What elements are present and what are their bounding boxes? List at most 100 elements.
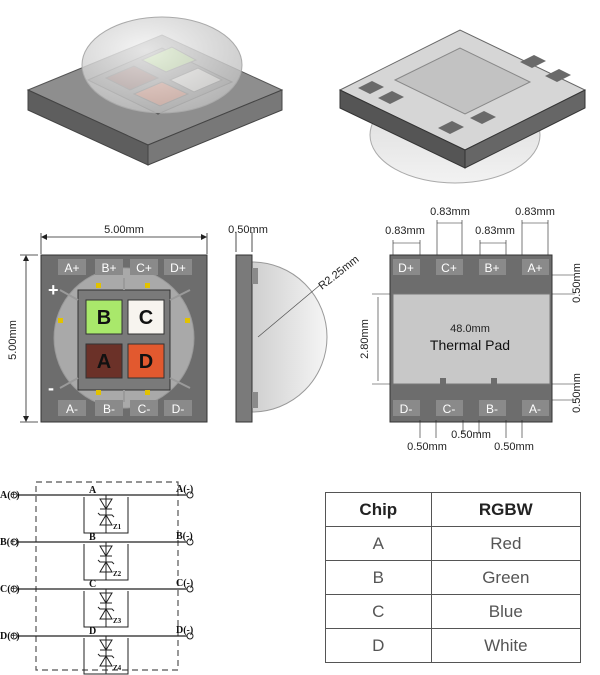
dim-pad-width-a: 0.83mm	[430, 206, 470, 218]
terminal-right-label: A(-)	[176, 484, 193, 495]
chip-a-label: A	[97, 351, 111, 373]
dim-edge-top: 0.50mm	[571, 263, 583, 303]
terminal-right-label: B(-)	[176, 531, 193, 542]
terminal-right	[186, 585, 194, 593]
dim-height: 5.00mm	[7, 320, 19, 360]
terminal-right-label: C(-)	[176, 578, 193, 589]
dim-side-thickness: 0.50mm	[228, 224, 268, 236]
table-header-row: Chip RGBW	[325, 492, 582, 527]
pad-c-minus: C-	[138, 402, 151, 416]
back-pad-b-plus: B+	[484, 261, 499, 275]
terminal-left	[10, 585, 18, 593]
terminal-right	[186, 632, 194, 640]
table-cell-chip: C	[325, 594, 432, 629]
chip-label: D	[89, 626, 96, 637]
led-diode	[99, 545, 113, 557]
side-view: 0.50mm R2.25mm	[228, 224, 361, 423]
dome-side	[251, 261, 328, 413]
table-row: A Red	[325, 526, 582, 561]
zener-diode	[99, 608, 113, 620]
terminal-right	[186, 491, 194, 499]
led-diode	[99, 498, 113, 510]
pad-a-plus: A+	[64, 261, 79, 275]
chip-color-table: Chip RGBW A Red B Green C Blue D White	[325, 492, 582, 663]
back-pad-a-minus: A-	[529, 402, 541, 416]
zener-diode	[99, 655, 113, 667]
terminal-left	[10, 538, 18, 546]
led-diode	[99, 592, 113, 604]
dim-thermal-height: 2.80mm	[359, 319, 371, 359]
dim-pad-width-b: 0.83mm	[515, 206, 555, 218]
pad-c-plus: C+	[136, 261, 152, 275]
schematic-row: B(+)B(-)BZ2	[0, 531, 194, 581]
iso-top-view	[26, 16, 284, 166]
table-cell-chip: A	[325, 526, 432, 561]
back-pad-c-plus: C+	[441, 261, 457, 275]
schematic-row: A(+) A(-) A Z1	[0, 484, 194, 534]
table-row: C Blue	[325, 594, 582, 629]
table-cell-color: White	[430, 628, 582, 663]
thermal-dim: 48.0mm	[450, 323, 490, 335]
chip-label: A	[89, 485, 97, 496]
table-row: B Green	[325, 560, 582, 595]
pad-b-plus: B+	[101, 261, 116, 275]
schematic-row: D(+) D(-) D Z4	[0, 625, 194, 675]
table-cell-chip: B	[325, 560, 432, 595]
iso-bottom-view	[338, 29, 587, 184]
pad-b-minus: B-	[103, 402, 115, 416]
zener-diode	[99, 561, 113, 573]
table-header-rgbw: RGBW	[430, 492, 582, 527]
chip-label: B	[89, 532, 96, 543]
front-view: 5.00mm 5.00mm A+ B+ C+ D+ A- B	[7, 224, 208, 423]
thermal-pad	[392, 293, 551, 385]
back-pad-d-plus: D+	[398, 261, 414, 275]
terminal-left-label: B(+)	[0, 537, 19, 548]
circuit-schematic: A(+)A(-)AZ1B(+)B(-)BZ2C(+)C(-)CZ3D(+)D(-…	[0, 481, 194, 675]
led-diode	[99, 639, 113, 651]
terminal-right	[186, 538, 194, 546]
chip-label: C	[89, 579, 96, 590]
terminal-left-label: D(+)	[0, 631, 20, 642]
zener-diode	[99, 514, 113, 526]
minus-marker: -	[48, 378, 54, 398]
dim-gap-3: 0.50mm	[494, 441, 534, 453]
table-header-chip: Chip	[325, 492, 432, 527]
chip-c-label: C	[139, 307, 153, 329]
table-cell-color: Red	[430, 526, 582, 561]
zener-label: Z1	[113, 523, 122, 531]
terminal-right-label: D(-)	[176, 625, 193, 636]
pad-d-plus: D+	[170, 261, 186, 275]
zener-label: Z3	[113, 617, 122, 625]
back-pad-c-minus: C-	[443, 402, 456, 416]
terminal-left-label: A(+)	[0, 490, 20, 501]
thermal-pad-iso	[393, 47, 532, 115]
chip-d-label: D	[139, 351, 153, 373]
dim-edge-bottom: 0.50mm	[571, 373, 583, 413]
dim-width: 5.00mm	[104, 224, 144, 236]
back-pad-a-plus: A+	[527, 261, 542, 275]
terminal-left-label: C(+)	[0, 584, 20, 595]
plus-marker: +	[48, 280, 59, 300]
terminal-left	[10, 632, 18, 640]
back-pad-b-minus: B-	[486, 402, 498, 416]
thermal-label: Thermal Pad	[430, 337, 510, 353]
terminal-left	[10, 491, 18, 499]
table-row: D White	[325, 628, 582, 663]
pad-a-minus: A-	[66, 402, 78, 416]
dim-pad-width-c: 0.83mm	[385, 225, 425, 237]
schematic-row: C(+) C(-) C Z3	[0, 578, 194, 628]
back-view: 0.83mm 0.83mm 0.83mm 0.83mm D+ C+ B+ A+ …	[359, 206, 583, 453]
dome-iso	[81, 16, 243, 114]
dim-gap-1: 0.50mm	[407, 441, 447, 453]
table-cell-color: Green	[430, 560, 582, 595]
table-cell-chip: D	[325, 628, 432, 663]
zener-label: Z4	[113, 664, 122, 672]
dim-dome-radius: R2.25mm	[316, 254, 361, 293]
schematic-boundary	[35, 481, 179, 671]
dim-pad-width-d: 0.83mm	[475, 225, 515, 237]
back-pad-d-minus: D-	[400, 402, 413, 416]
pad-d-minus: D-	[172, 402, 185, 416]
chip-b-label: B	[97, 307, 111, 329]
table-cell-color: Blue	[430, 594, 582, 629]
